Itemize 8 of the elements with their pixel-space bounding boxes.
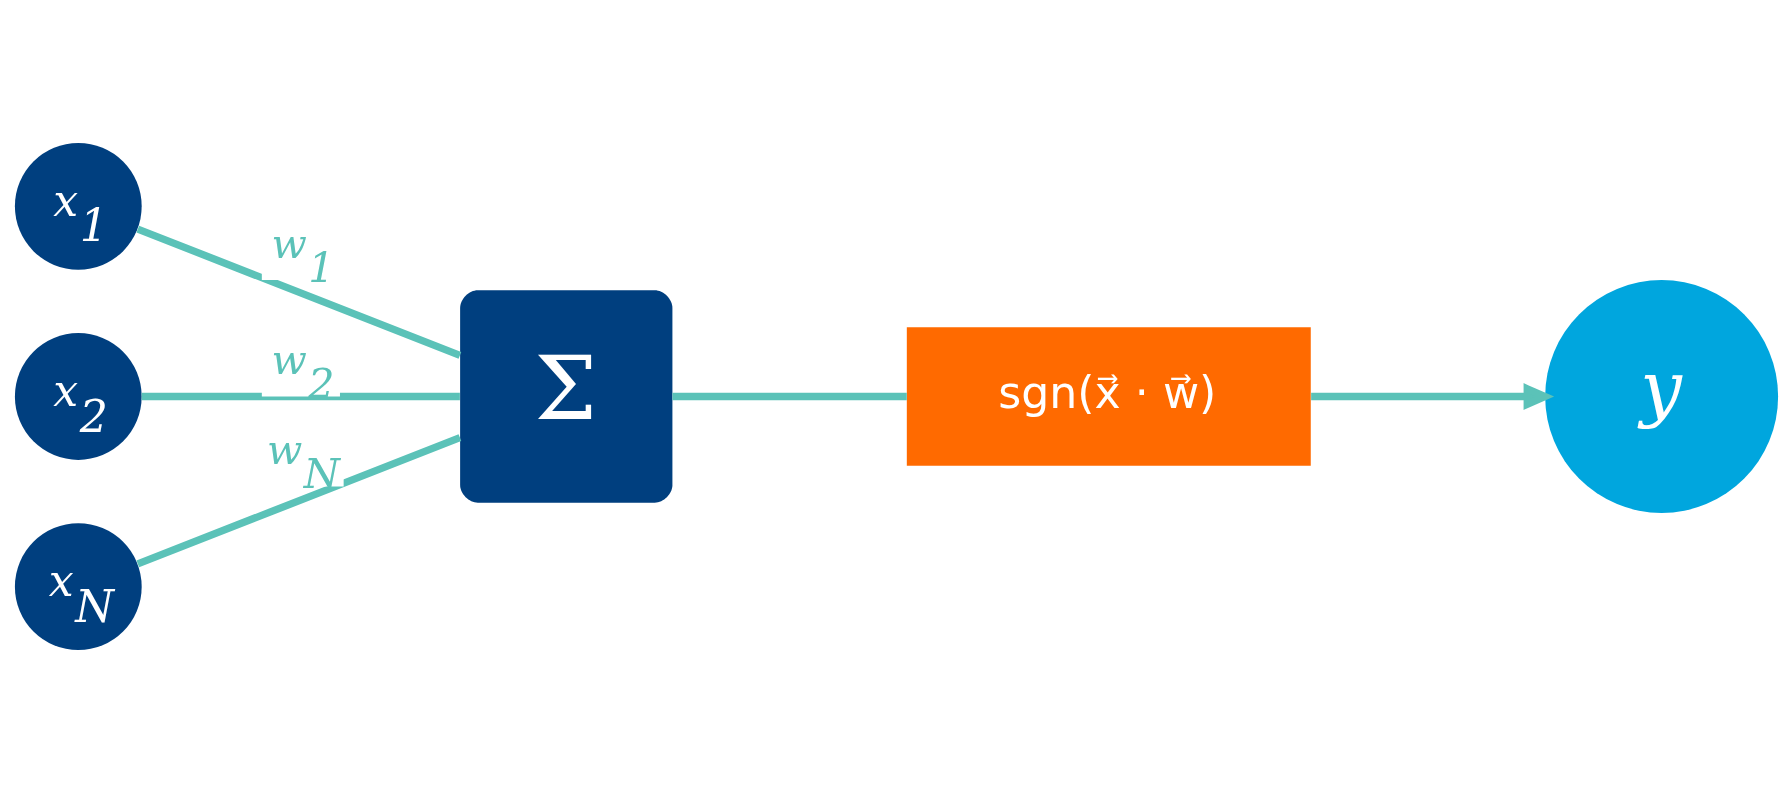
node-box: sgn(x⃗ · w⃗) bbox=[906, 326, 1311, 466]
connector bbox=[141, 392, 460, 400]
node-box: Σ bbox=[459, 289, 672, 503]
connector bbox=[135, 433, 461, 567]
node-circle: y bbox=[1544, 279, 1778, 513]
connector bbox=[671, 392, 907, 400]
arrow bbox=[1310, 382, 1554, 410]
connector bbox=[135, 225, 461, 359]
